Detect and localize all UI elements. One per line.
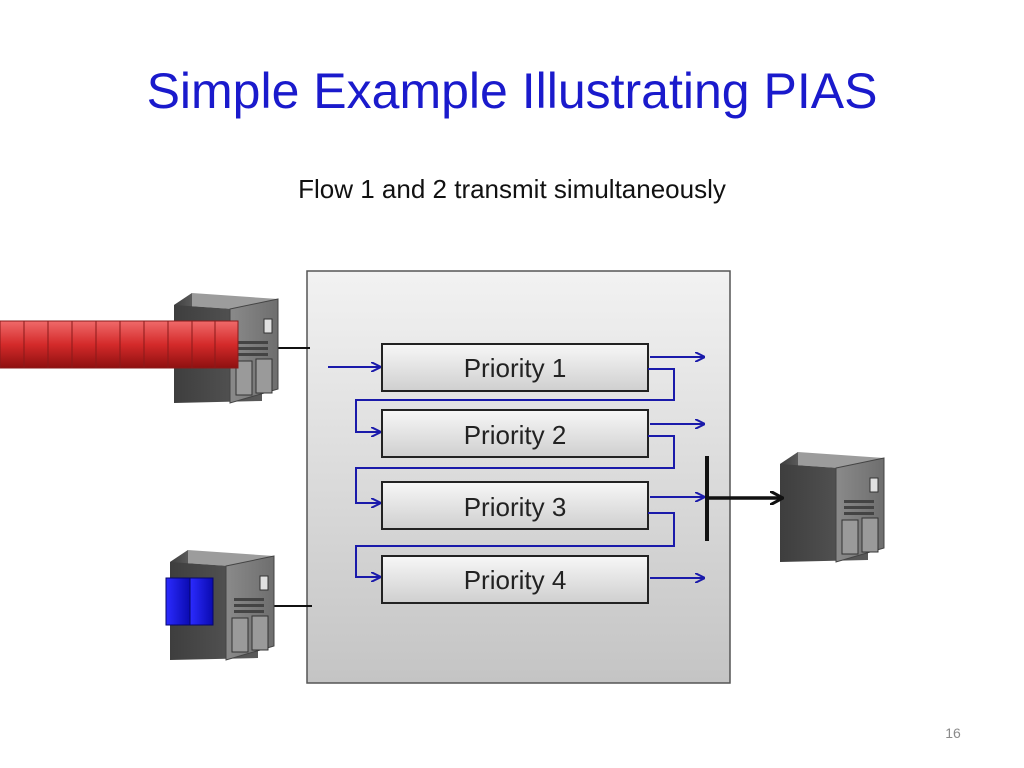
queue-priority-3: Priority 3 bbox=[381, 481, 649, 530]
queue-label: Priority 3 bbox=[464, 492, 567, 522]
page-number: 16 bbox=[945, 725, 961, 741]
flow1-packet bbox=[71, 320, 97, 369]
queue-arrows bbox=[328, 357, 704, 578]
flow1-packet bbox=[0, 320, 25, 369]
slide-subtitle: Flow 1 and 2 transmit simultaneously bbox=[298, 174, 726, 204]
flow1-packet bbox=[214, 320, 239, 369]
queue-label: Priority 2 bbox=[464, 420, 567, 450]
queue-priority-4: Priority 4 bbox=[381, 555, 649, 604]
arrow-icon bbox=[355, 435, 675, 503]
arrow-icon bbox=[355, 368, 675, 432]
arrow-icon bbox=[355, 512, 675, 577]
flow1-packets bbox=[0, 320, 239, 369]
flow2-packet bbox=[165, 577, 191, 626]
queue-priority-1: Priority 1 bbox=[381, 343, 649, 392]
queue-label: Priority 1 bbox=[464, 353, 567, 383]
flow1-packet bbox=[143, 320, 169, 369]
switch-box bbox=[306, 270, 731, 684]
flow1-packet bbox=[23, 320, 49, 369]
flow1-packet bbox=[47, 320, 73, 369]
queue-label: Priority 4 bbox=[464, 565, 567, 595]
flow2-packet bbox=[189, 577, 214, 626]
queue-priority-2: Priority 2 bbox=[381, 409, 649, 458]
flow2-packets bbox=[165, 577, 214, 626]
server-icon bbox=[779, 451, 885, 563]
flow1-packet bbox=[191, 320, 216, 369]
slide-title: Simple Example Illustrating PIAS bbox=[146, 63, 878, 119]
flow1-packet bbox=[95, 320, 121, 369]
flow1-packet bbox=[119, 320, 145, 369]
flow1-packet bbox=[167, 320, 193, 369]
